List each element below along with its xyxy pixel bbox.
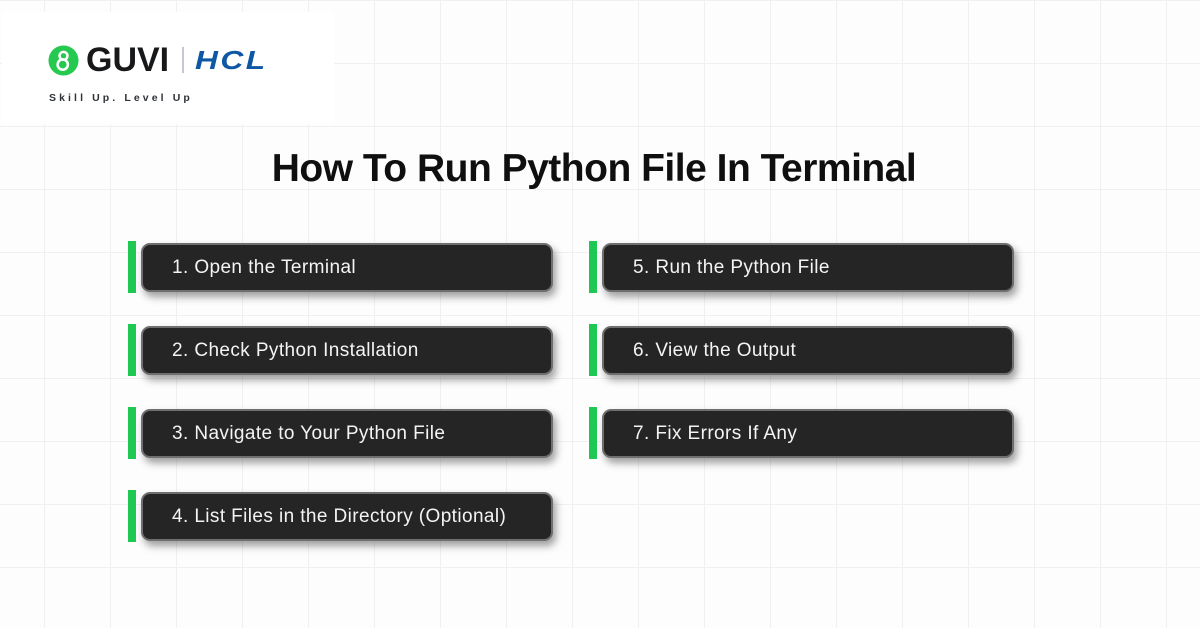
green-accent-bar	[589, 407, 597, 459]
brand-panel: GUVI HCL Skill Up. Level Up	[2, 12, 334, 124]
page-title: How To Run Python File In Terminal	[271, 147, 917, 190]
step-item-7: 7. Fix Errors If Any	[589, 407, 1019, 461]
guvi-logo-icon	[48, 44, 79, 76]
step-label-6: 6. View the Output	[602, 326, 1014, 375]
logo-divider	[182, 47, 185, 73]
step-item-6: 6. View the Output	[589, 324, 1019, 378]
step-label-5: 5. Run the Python File	[602, 243, 1014, 292]
brand-logo-row: GUVI HCL	[48, 41, 265, 79]
step-item-3: 3. Navigate to Your Python File	[128, 407, 558, 461]
step-label-1: 1. Open the Terminal	[141, 243, 553, 292]
step-item-1: 1. Open the Terminal	[128, 241, 558, 295]
green-accent-bar	[128, 241, 136, 293]
green-accent-bar	[128, 324, 136, 376]
brand-tagline: Skill Up. Level Up	[49, 92, 193, 104]
step-label-4: 4. List Files in the Directory (Optional…	[141, 492, 553, 541]
step-label-2: 2. Check Python Installation	[141, 326, 553, 375]
hcl-wordmark: HCL	[195, 45, 268, 75]
step-item-5: 5. Run the Python File	[589, 241, 1019, 295]
step-item-2: 2. Check Python Installation	[128, 324, 558, 378]
green-accent-bar	[589, 324, 597, 376]
green-accent-bar	[128, 490, 136, 542]
step-item-4: 4. List Files in the Directory (Optional…	[128, 490, 558, 544]
green-accent-bar	[589, 241, 597, 293]
guvi-wordmark: GUVI	[86, 41, 170, 79]
step-label-3: 3. Navigate to Your Python File	[141, 409, 553, 458]
step-label-7: 7. Fix Errors If Any	[602, 409, 1014, 458]
green-accent-bar	[128, 407, 136, 459]
